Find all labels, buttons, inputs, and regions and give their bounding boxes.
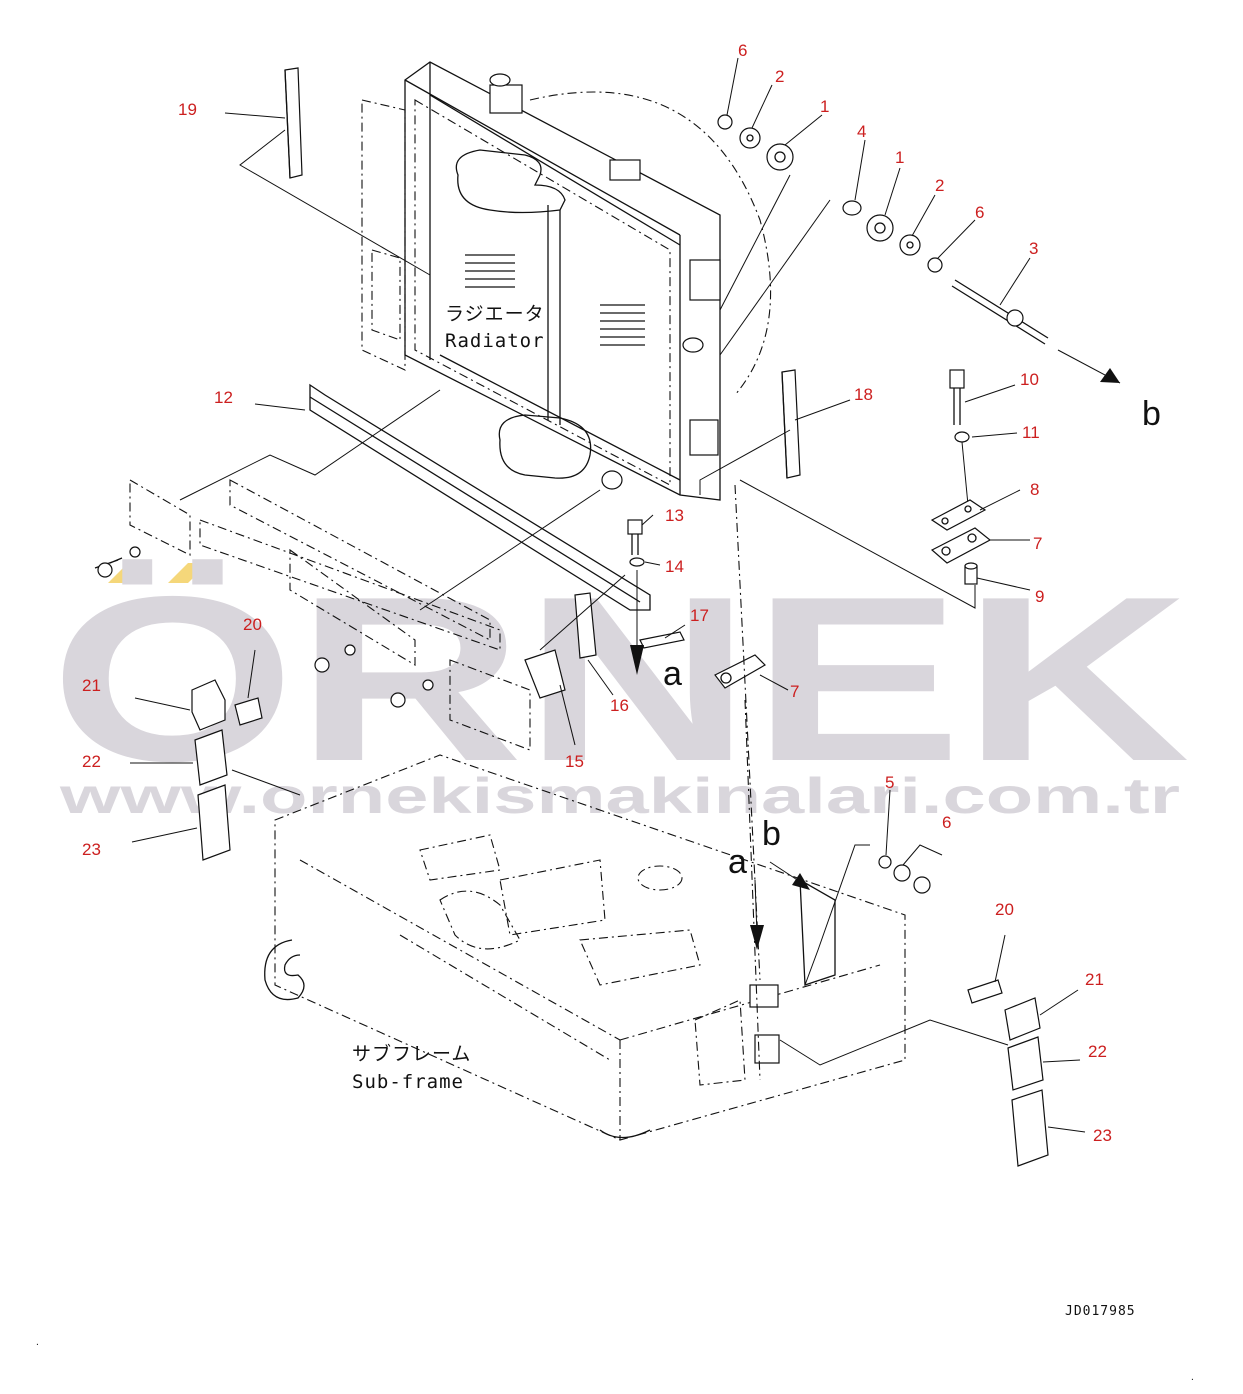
view-b-label-bottom: b (762, 815, 781, 853)
drawing-code: JD017985 (1065, 1304, 1136, 1319)
callout-14: 14 (665, 557, 684, 576)
sub-frame-outline (274, 754, 906, 1141)
part-1-cushion (766, 143, 794, 171)
fan-shroud (529, 91, 772, 396)
tow-hook (264, 939, 305, 1001)
part-23-block-left (197, 784, 231, 861)
arrow-a-bottom (750, 925, 764, 950)
callout-16: 16 (610, 696, 629, 715)
subframe-label-en: Sub-frame (352, 1071, 464, 1093)
part-2-washer (739, 127, 761, 149)
callout-19: 19 (178, 100, 197, 119)
callout-4: 4 (857, 122, 866, 141)
part-1-cushion-b (866, 214, 894, 242)
radiator-frame (404, 61, 721, 501)
drain-plug (601, 470, 623, 490)
part-10-bolt (949, 369, 965, 389)
part-11-washer (954, 431, 970, 443)
callout-7: 7 (790, 682, 799, 701)
radiator-label-en: Radiator (445, 330, 545, 352)
callout-9: 9 (1035, 587, 1044, 606)
leader-lines (130, 57, 1121, 1133)
callout-6: 6 (942, 813, 951, 832)
grille-right (600, 304, 645, 346)
grille-left (465, 254, 515, 288)
hardware-parts (191, 67, 1049, 1167)
part-23-block-right (1011, 1089, 1049, 1167)
callout-6: 6 (738, 41, 747, 60)
callout-10: 10 (1020, 370, 1039, 389)
upper-hose (455, 149, 566, 214)
part-3-rod (951, 279, 1049, 345)
callout-12: 12 (214, 388, 233, 407)
view-b-label-top: b (1142, 395, 1161, 433)
arrow-b-bottom (792, 873, 810, 890)
part-6-nut-b (927, 257, 943, 273)
part-7-plate-b (714, 654, 766, 689)
view-a-label-bottom: a (728, 843, 747, 881)
part-6-nut-c (893, 864, 911, 882)
callout-17: 17 (690, 606, 709, 625)
subframe-label-jp: サブフレーム (352, 1042, 471, 1065)
callout-11: 11 (1022, 423, 1040, 442)
callout-2: 2 (935, 176, 944, 195)
callout-2: 2 (775, 67, 784, 86)
radiator-label-jp: ラジエータ (445, 303, 545, 325)
watermark-accent-right (168, 563, 208, 583)
callout-numbers: 6 2 1 4 1 2 6 3 19 10 11 18 12 8 7 9 13 … (82, 41, 1112, 1145)
callout-1: 1 (895, 148, 904, 167)
corner-mark-right: . (1190, 1373, 1195, 1382)
part-2-washer-b (899, 234, 921, 256)
callout-20: 20 (995, 900, 1014, 919)
sub-frame-assembly: サブフレーム Sub-frame (264, 754, 906, 1141)
arrow-b-top (1100, 368, 1120, 383)
watermark: ÖRNEK www.ornekismakinalari.com.tr (50, 547, 1190, 824)
part-20-block-left (234, 697, 263, 726)
callout-15: 15 (565, 752, 584, 771)
part-15-bracket (524, 649, 566, 699)
part-20-block-right (967, 979, 1003, 1004)
callout-6: 6 (975, 203, 984, 222)
part-5-washer (878, 855, 892, 869)
callout-13: 13 (665, 506, 684, 525)
callout-5: 5 (885, 773, 894, 792)
callout-22: 22 (1088, 1042, 1107, 1061)
lower-hose (498, 414, 592, 479)
part-22-block-right (1007, 1036, 1044, 1091)
watermark-accent-left (108, 563, 148, 583)
callout-8: 8 (1030, 480, 1039, 499)
callout-1: 1 (820, 97, 829, 116)
stay-brace-12 (94, 383, 651, 751)
part-8-plate (930, 499, 987, 531)
watermark-website: www.ornekismakinalari.com.tr (58, 768, 1180, 824)
callout-7: 7 (1033, 534, 1042, 553)
part-21-block-right (1004, 997, 1041, 1041)
filler-neck (489, 84, 523, 114)
callout-21: 21 (1085, 970, 1104, 989)
corner-mark-left: . (35, 1338, 40, 1347)
part-6-nut (717, 114, 733, 130)
callout-23: 23 (1093, 1126, 1112, 1145)
part-13-bolt (627, 519, 643, 535)
part-14-washer (629, 557, 645, 567)
part-22-block-left (194, 729, 228, 786)
watermark-brand: ÖRNEK (50, 547, 1190, 810)
callout-21: 21 (82, 676, 101, 695)
part-16-cushion (574, 592, 597, 659)
callout-3: 3 (1029, 239, 1038, 258)
callout-18: 18 (854, 385, 873, 404)
callout-23: 23 (82, 840, 101, 859)
part-4-collar (842, 200, 862, 216)
radiator-assembly: ラジエータ Radiator (361, 61, 772, 501)
part-21-block-left (191, 679, 226, 731)
callout-22: 22 (82, 752, 101, 771)
arrow-a-top (630, 645, 644, 675)
callout-20: 20 (243, 615, 262, 634)
view-a-label-top: a (663, 655, 682, 693)
